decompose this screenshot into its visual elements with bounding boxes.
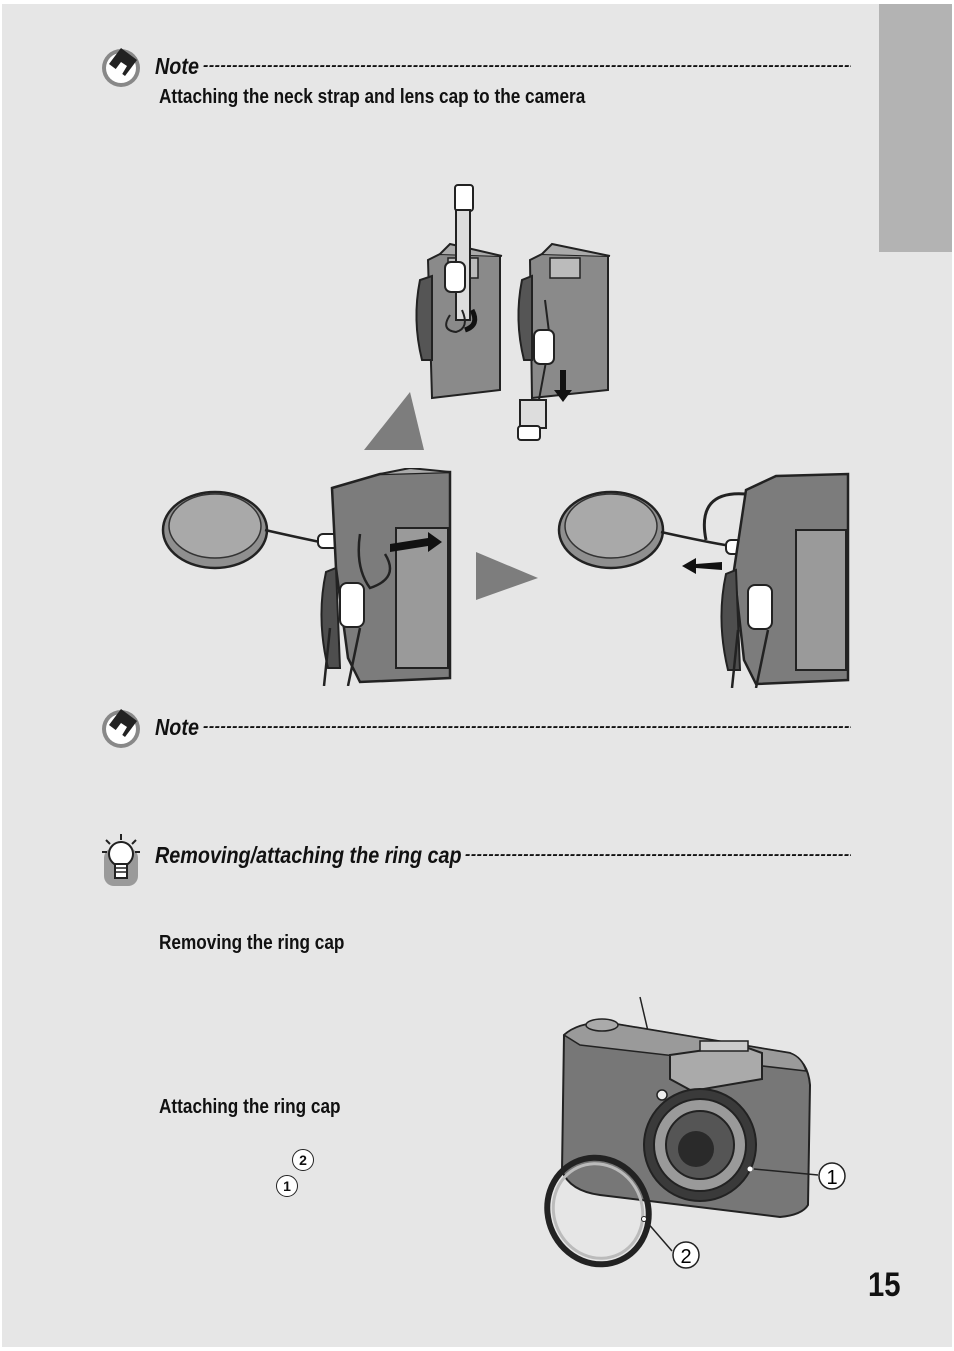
tip-heading: Removing/attaching the ring cap: [155, 842, 462, 868]
step-marker-1: 1: [276, 1175, 298, 1197]
page-number: 15: [868, 1266, 901, 1304]
note-pencil-icon: [102, 709, 140, 748]
lens-cap-attached-illustration: [557, 472, 850, 688]
lens-cap-strap-illustration: [161, 468, 452, 686]
lightbulb-tip-icon: [102, 834, 140, 886]
note-divider-2: ----------------------------------------…: [203, 718, 851, 735]
note-heading-2: Note: [155, 714, 199, 740]
step-arrow-icon: [364, 392, 424, 450]
callout-1-label: 1: [826, 1167, 837, 1189]
neck-strap-illustration: [415, 184, 611, 441]
tip-divider: ----------------------------------------…: [465, 846, 851, 863]
note-subtitle: Attaching the neck strap and lens cap to…: [159, 86, 586, 108]
callout-2-label: 2: [680, 1246, 691, 1268]
note-pencil-icon: [102, 48, 140, 87]
note-heading: Note: [155, 53, 199, 79]
note-divider: ----------------------------------------…: [203, 57, 851, 74]
ring-cap-camera-illustration: 1 2: [544, 996, 846, 1269]
step-arrow-icon: [476, 552, 538, 600]
removing-ring-cap-label: Removing the ring cap: [159, 932, 345, 954]
step-marker-2: 2: [292, 1149, 314, 1171]
attaching-ring-cap-label: Attaching the ring cap: [159, 1096, 341, 1118]
section-tab: [879, 4, 952, 252]
